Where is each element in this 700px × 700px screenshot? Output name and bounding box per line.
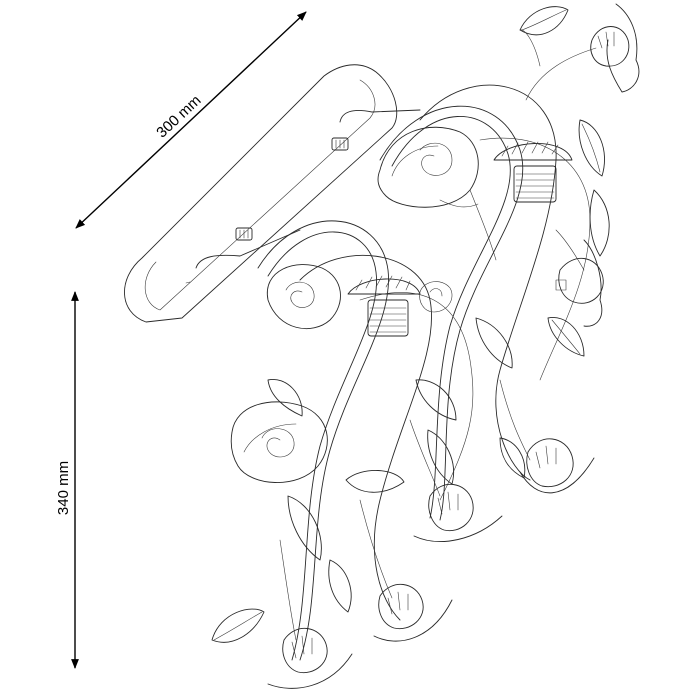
rose-lower — [230, 401, 328, 483]
bell-flower — [590, 3, 640, 93]
bell-flower — [413, 483, 503, 542]
width-dimension-label: 300 mm — [153, 92, 204, 141]
width-dimension: 300 mm — [75, 11, 307, 229]
vines — [279, 29, 597, 641]
width-dimension-line — [75, 11, 307, 229]
bell-flower — [555, 239, 604, 327]
mounting-screw — [331, 137, 349, 151]
lamp-holder — [493, 141, 573, 203]
leaves — [211, 6, 610, 643]
lamp-holder — [347, 275, 421, 337]
mounting-screw — [235, 227, 253, 241]
rose-middle — [266, 264, 453, 329]
bell-flower — [267, 627, 353, 689]
lamp-arms — [257, 84, 591, 661]
wall-mounting-plate — [124, 64, 421, 323]
bell-flower — [373, 583, 453, 642]
bell-flower — [519, 438, 595, 494]
rose-upper — [377, 126, 479, 208]
height-dimension-label: 340 mm — [55, 461, 72, 515]
height-dimension: 340 mm — [55, 291, 79, 669]
